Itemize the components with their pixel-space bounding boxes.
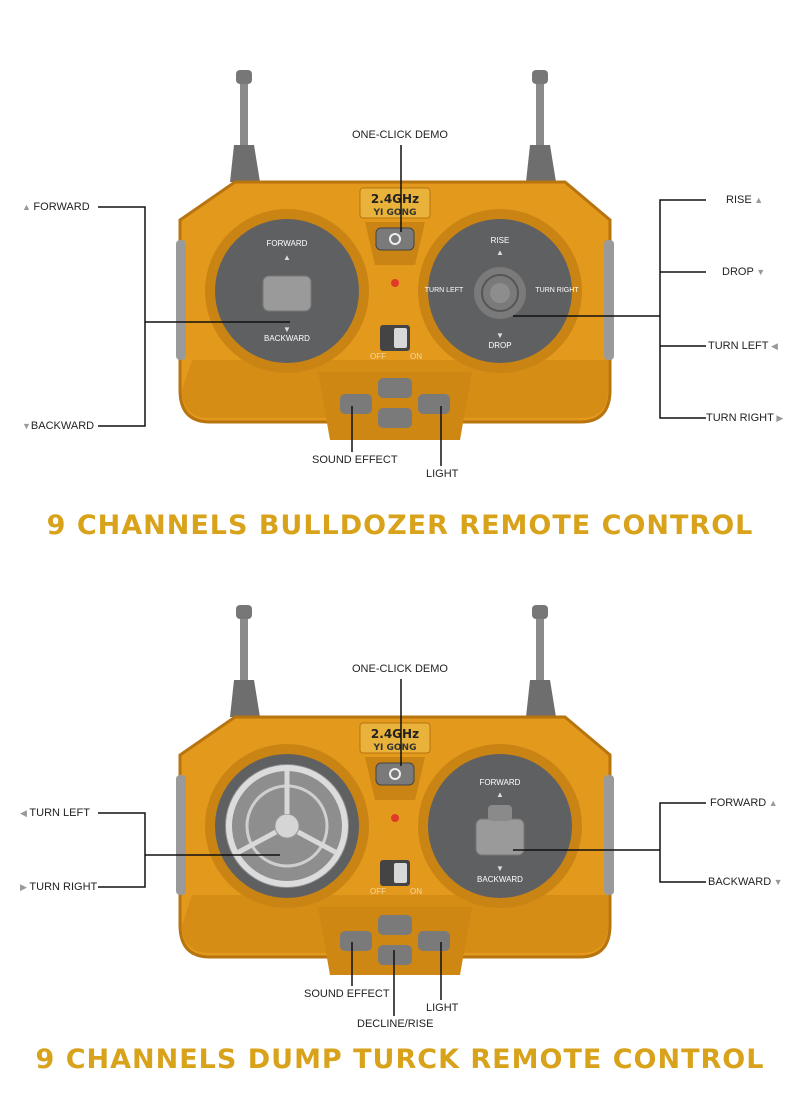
callout-rise: RISE ▲ (726, 194, 764, 206)
dump-truck-remote-image: 2.4GHz YI GONG OFF ON FORWARD ▲ ▼ BACKWA… (176, 605, 614, 975)
gear-icon (389, 768, 401, 780)
callout-sound-effect-bottom: SOUND EFFECT (304, 988, 390, 1000)
brand-label: 2.4GHz (371, 727, 419, 741)
svg-text:BACKWARD: BACKWARD (477, 875, 523, 884)
callout-backward-bottom: BACKWARD ▼ (708, 876, 783, 888)
callout-backward-top: ▼BACKWARD (22, 420, 95, 432)
svg-text:ON: ON (410, 352, 422, 361)
center-button-upper[interactable] (378, 378, 412, 398)
brand-label: 2.4GHz (371, 192, 419, 206)
dump-truck-title: 9 CHANNELS DUMP TURCK REMOTE CONTROL (35, 1044, 765, 1075)
svg-text:DROP: DROP (488, 341, 511, 350)
callout-forward-bottom: FORWARD ▲ (710, 797, 778, 809)
callout-sound-effect-top: SOUND EFFECT (312, 454, 398, 466)
svg-text:▲: ▲ (283, 253, 291, 262)
svg-text:TURN LEFT: TURN LEFT (425, 287, 464, 294)
power-led (391, 279, 399, 287)
steering-wheel[interactable] (225, 764, 349, 888)
callout-turn-left-bottom: ◀ TURN LEFT (20, 807, 90, 819)
svg-text:▼: ▼ (496, 864, 504, 873)
svg-text:YI GONG: YI GONG (373, 208, 417, 218)
demo-button[interactable] (375, 762, 415, 786)
bulldozer-title: 9 CHANNELS BULLDOZER REMOTE CONTROL (46, 510, 754, 541)
decline-button[interactable] (378, 915, 412, 935)
callout-light-bottom: LIGHT (426, 1002, 459, 1014)
right-antenna (526, 70, 556, 182)
power-led (391, 814, 399, 822)
demo-button[interactable] (375, 227, 415, 251)
left-antenna (230, 605, 260, 717)
light-button[interactable] (418, 931, 450, 951)
svg-text:FORWARD: FORWARD (480, 778, 521, 787)
svg-text:YI GONG: YI GONG (373, 743, 417, 753)
sound-effect-button[interactable] (340, 394, 372, 414)
callout-one-click-demo-bottom: ONE-CLICK DEMO (352, 663, 448, 675)
svg-text:TURN RIGHT: TURN RIGHT (535, 287, 579, 294)
right-antenna (526, 605, 556, 717)
callout-decline-rise: DECLINE/RISE (357, 1018, 434, 1030)
svg-text:ON: ON (410, 887, 422, 896)
svg-text:BACKWARD: BACKWARD (264, 334, 310, 343)
left-joystick[interactable] (262, 275, 312, 312)
callout-turn-left-top: TURN LEFT ◀ (708, 340, 778, 352)
sound-effect-button[interactable] (340, 931, 372, 951)
svg-text:▲: ▲ (496, 248, 504, 257)
callout-turn-right-bottom: ▶ TURN RIGHT (20, 881, 98, 893)
callout-drop: DROP ▼ (722, 266, 766, 278)
gear-icon (389, 233, 401, 245)
light-button[interactable] (418, 394, 450, 414)
svg-text:OFF: OFF (370, 352, 386, 361)
rise-button[interactable] (378, 945, 412, 965)
callout-turn-right-top: TURN RIGHT ▶ (706, 412, 784, 424)
callout-light-top: LIGHT (426, 468, 459, 480)
center-button-lower[interactable] (378, 408, 412, 428)
bulldozer-remote-image: 2.4GHz YI GONG OFF ON FORWARD ▲ ▼ BACKWA… (176, 70, 614, 440)
callout-one-click-demo-top: ONE-CLICK DEMO (352, 129, 448, 141)
svg-text:RISE: RISE (491, 236, 510, 245)
svg-text:▼: ▼ (496, 331, 504, 340)
svg-text:▼: ▼ (283, 325, 291, 334)
svg-text:OFF: OFF (370, 887, 386, 896)
svg-text:FORWARD: FORWARD (267, 239, 308, 248)
callout-forward-top: ▲ FORWARD (22, 201, 90, 213)
left-antenna (230, 70, 260, 182)
svg-text:▲: ▲ (496, 790, 504, 799)
